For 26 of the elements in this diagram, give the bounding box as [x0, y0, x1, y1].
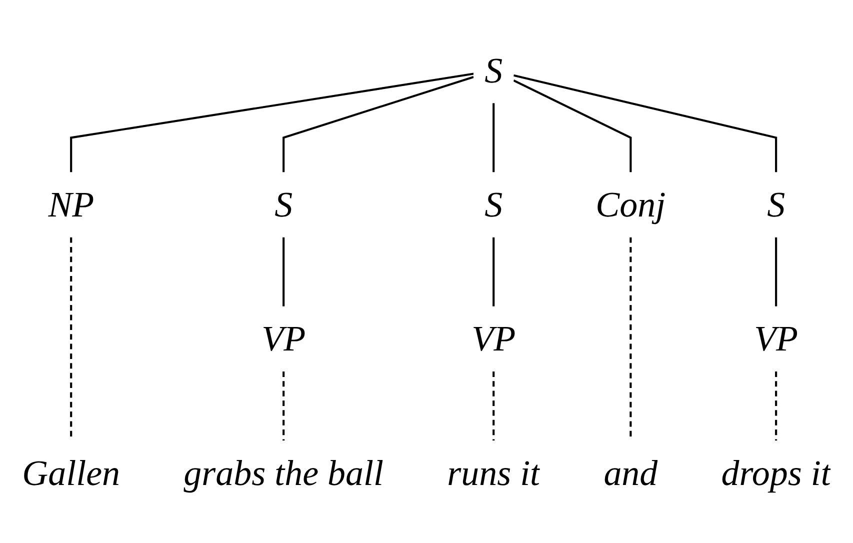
node-text: and: [604, 452, 658, 493]
connector: [70, 72, 474, 172]
connector: [282, 76, 474, 172]
connector: [513, 74, 778, 172]
connector: [775, 236, 778, 306]
node-text: grabs the ball: [184, 452, 384, 493]
node-text: S: [484, 50, 503, 90]
node-text: NP: [48, 184, 94, 224]
connector: [492, 236, 495, 306]
syntax-tree-diagram: S NP S S Conj S VP VP VP Gallen grabs the ball runs it and drops it: [0, 26, 853, 516]
connector: [775, 371, 778, 440]
node-text: S: [767, 184, 786, 224]
node-text: S: [274, 184, 293, 224]
node-text: drops it: [721, 452, 831, 493]
node-text: VP: [472, 318, 516, 359]
node-text: runs it: [447, 452, 540, 493]
connector: [282, 236, 285, 306]
connector: [492, 102, 495, 172]
node-text: S: [484, 184, 503, 224]
connector: [492, 371, 495, 440]
node-text: VP: [754, 318, 798, 359]
connector: [282, 371, 285, 440]
node-text: VP: [262, 318, 306, 359]
node-text: Conj: [596, 184, 666, 224]
connector: [513, 79, 632, 172]
node-text: Gallen: [22, 452, 120, 493]
